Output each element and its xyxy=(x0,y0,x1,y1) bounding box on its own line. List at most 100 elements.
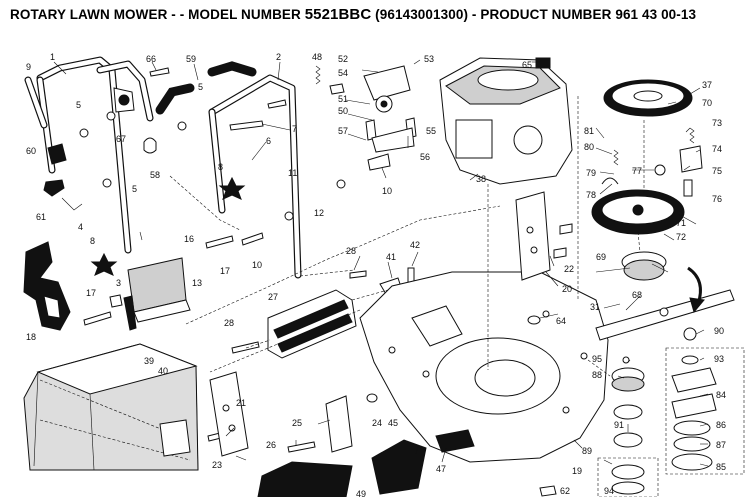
label-55: 55 xyxy=(426,126,436,136)
label-52: 52 xyxy=(338,54,348,64)
label-10a: 10 xyxy=(252,260,262,270)
discharge-chute-45 xyxy=(371,439,427,495)
rear-flap-18 xyxy=(23,241,71,331)
label-22: 22 xyxy=(564,264,574,274)
label-68: 68 xyxy=(632,290,642,300)
label-86: 86 xyxy=(716,420,726,430)
hardware xyxy=(79,67,415,453)
label-4: 4 xyxy=(78,222,83,232)
label-84: 84 xyxy=(716,390,726,400)
label-23: 23 xyxy=(212,460,222,470)
label-74: 74 xyxy=(712,144,722,154)
label-79: 79 xyxy=(586,168,596,178)
label-10b: 10 xyxy=(382,186,392,196)
side-chute-49 xyxy=(257,461,353,497)
label-62: 62 xyxy=(560,486,570,496)
label-13: 13 xyxy=(192,278,202,288)
brake-parts-73-80 xyxy=(601,127,703,197)
label-54: 54 xyxy=(338,68,348,78)
belt-pulley-70 xyxy=(603,79,693,117)
label-85: 85 xyxy=(716,462,726,472)
lower-handle xyxy=(208,74,302,279)
label-9: 9 xyxy=(26,62,31,72)
wheel-bolts-22-64 xyxy=(366,223,573,497)
label-51: 51 xyxy=(338,94,348,104)
mower-deck-19 xyxy=(359,271,609,463)
label-19: 19 xyxy=(572,466,582,476)
label-60: 60 xyxy=(26,146,36,156)
spring-48 xyxy=(315,65,321,85)
knob-60-61 xyxy=(43,143,83,211)
label-2: 2 xyxy=(276,52,281,62)
label-65: 65 xyxy=(522,60,532,70)
title-suffix: (96143001300) - PRODUCT NUMBER 961 43 00… xyxy=(371,7,697,22)
label-21: 21 xyxy=(236,398,246,408)
label-80: 80 xyxy=(584,142,594,152)
label-81: 81 xyxy=(584,126,594,136)
label-12: 12 xyxy=(314,208,324,218)
label-93: 93 xyxy=(714,354,724,364)
label-8b: 8 xyxy=(218,162,223,172)
label-11: 11 xyxy=(288,168,297,178)
label-18: 18 xyxy=(26,332,36,342)
label-89: 89 xyxy=(582,446,592,456)
label-88: 88 xyxy=(592,370,602,380)
label-5a: 5 xyxy=(76,100,81,110)
label-27: 27 xyxy=(268,292,278,302)
arrow-head xyxy=(689,297,705,314)
cable-clip-58 xyxy=(143,137,157,154)
label-75: 75 xyxy=(712,166,722,176)
label-72: 72 xyxy=(676,232,686,242)
label-8a: 8 xyxy=(90,236,95,246)
label-87: 87 xyxy=(716,440,726,450)
part-labels: 1 2 3 4 5 5 5 6 7 8 8 9 10 10 11 12 13 1… xyxy=(26,52,726,497)
fuel-line-59 xyxy=(155,61,257,115)
label-94: 94 xyxy=(604,486,614,496)
label-5c: 5 xyxy=(198,82,203,92)
label-59: 59 xyxy=(186,54,196,64)
diagram-title: ROTARY LAWN MOWER - - MODEL NUMBER 5521B… xyxy=(10,6,740,26)
label-42: 42 xyxy=(410,240,420,250)
engine-38 xyxy=(439,57,573,185)
label-91: 91 xyxy=(614,420,624,430)
label-71: 71 xyxy=(676,218,686,228)
label-69: 69 xyxy=(596,252,606,262)
label-17b: 17 xyxy=(220,266,230,276)
leader-lines xyxy=(53,59,709,467)
cable-lever-67 xyxy=(113,87,135,113)
label-39: 39 xyxy=(144,356,154,366)
rear-deflector-3 xyxy=(123,257,191,331)
title-prefix: ROTARY LAWN MOWER - - MODEL NUMBER xyxy=(10,7,305,22)
label-20: 20 xyxy=(562,284,572,294)
label-76: 76 xyxy=(712,194,722,204)
assembly-lines xyxy=(169,96,645,377)
label-58: 58 xyxy=(150,170,160,180)
label-41: 41 xyxy=(386,252,396,262)
drive-assembly-box xyxy=(665,327,745,475)
label-7: 7 xyxy=(292,124,297,134)
height-adjuster-21 xyxy=(209,371,249,457)
model-number: 5521BBC xyxy=(304,6,372,23)
label-24: 24 xyxy=(372,418,382,428)
height-adjuster-20 xyxy=(515,191,551,281)
label-40: 40 xyxy=(158,366,168,376)
label-28a: 28 xyxy=(346,246,356,256)
label-26: 26 xyxy=(266,440,276,450)
label-73: 73 xyxy=(712,118,722,128)
label-3: 3 xyxy=(116,278,121,288)
grass-bag-39-40 xyxy=(23,343,199,471)
label-77: 77 xyxy=(632,166,642,176)
label-5b: 5 xyxy=(132,184,137,194)
label-31: 31 xyxy=(590,302,600,312)
star-knobs-8 xyxy=(90,176,246,276)
label-61: 61 xyxy=(36,212,46,222)
label-28b: 28 xyxy=(224,318,234,328)
mulch-plug-27 xyxy=(267,289,357,359)
blade-brake-disc-71 xyxy=(591,189,685,235)
label-56: 56 xyxy=(420,152,430,162)
label-25: 25 xyxy=(292,418,302,428)
deflector-25 xyxy=(325,395,353,453)
label-48: 48 xyxy=(312,52,322,62)
